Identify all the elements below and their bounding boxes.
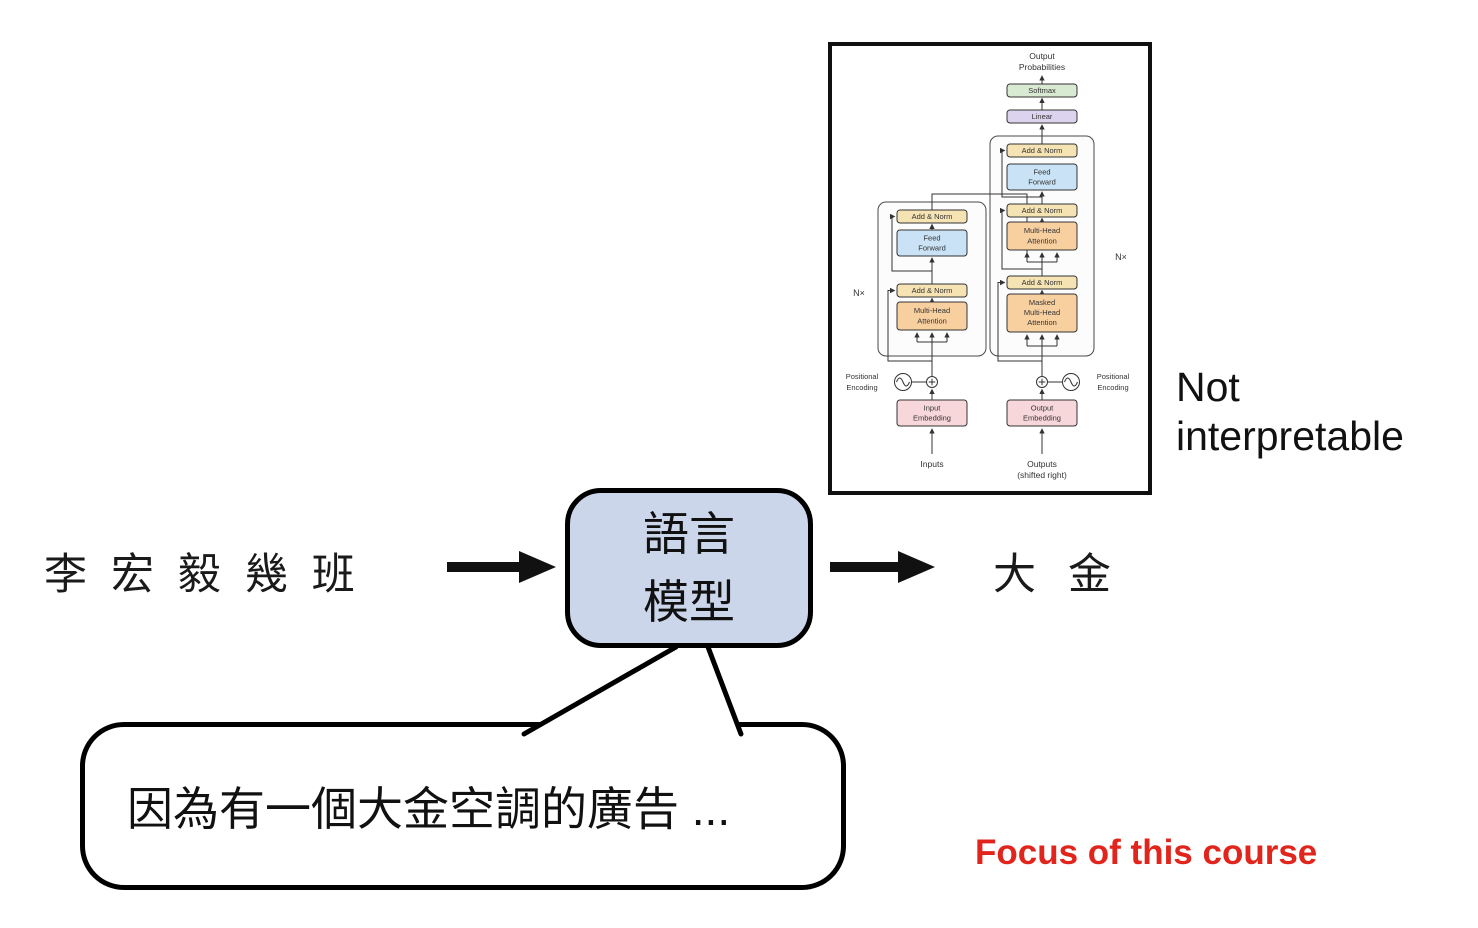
masked-multi-head-attention-box: [1006, 293, 1078, 333]
positional-encoding-label: Positional: [846, 372, 879, 381]
inputs-label: Inputs: [920, 459, 943, 469]
add-norm-label: Add & Norm: [1022, 278, 1063, 287]
feed-forward-label: Feed: [923, 234, 940, 243]
input-tokens-text: 李 宏 毅 幾 班: [44, 551, 361, 599]
input-embedding-label: Input: [924, 404, 942, 413]
outputs-label: Outputs: [1027, 459, 1057, 469]
feed-forward-box: [896, 229, 968, 257]
positional-encoding-label: Encoding: [846, 383, 877, 392]
transformer-figure-frame: Add & Norm Feed Forward Add & Norm Multi…: [828, 42, 1152, 495]
output-embedding-label: Output: [1031, 404, 1054, 413]
mha-label: Attention: [1027, 237, 1057, 246]
outputs-shifted-label: (shifted right): [1017, 470, 1067, 480]
input-embedding-box: [896, 399, 968, 427]
output-tokens-text: 大 金: [993, 551, 1121, 599]
add-norm-label: Add & Norm: [912, 286, 953, 295]
input-arrow-head: [519, 551, 556, 583]
encoder-residual-1: [887, 287, 932, 362]
mha-label: Multi-Head: [1024, 226, 1060, 235]
masked-mha-label: Masked: [1029, 298, 1055, 307]
add-norm-label: Add & Norm: [1022, 206, 1063, 215]
output-arrow-shaft: [830, 562, 900, 572]
sine-icon: [896, 377, 910, 387]
bubble-tail: [521, 644, 744, 737]
encoder-residual-2: [889, 213, 932, 272]
not-interpretable-caption: Not interpretable: [1176, 363, 1476, 461]
not-interpretable-line2: interpretable: [1176, 413, 1404, 460]
masked-mha-label: Attention: [1027, 318, 1057, 327]
decoder-residual-1: [997, 279, 1042, 362]
transformer-diagram: Add & Norm Feed Forward Add & Norm Multi…: [846, 51, 1130, 480]
add-norm-box: [896, 283, 968, 298]
model-label-line2: 模型: [643, 576, 735, 628]
add-norm-label: Add & Norm: [912, 212, 953, 221]
bubble-tail-outline: [521, 644, 744, 737]
input-arrow-shaft: [447, 562, 521, 572]
focus-of-course-label: Focus of this course: [975, 833, 1318, 872]
positional-encoding-label: Encoding: [1097, 383, 1128, 392]
add-norm-box: [896, 209, 968, 224]
softmax-label: Softmax: [1028, 86, 1056, 95]
positional-encoding-label: Positional: [1097, 372, 1130, 381]
plus-icon: [928, 378, 936, 386]
softmax-box: [1006, 83, 1078, 98]
decoder-residual-2: [999, 207, 1042, 270]
nx-label: N×: [853, 288, 865, 298]
bubble-tail-fill: [524, 645, 741, 734]
linear-box: [1006, 109, 1078, 124]
output-probabilities-label: Output: [1029, 51, 1055, 61]
add-norm-box: [1006, 203, 1078, 218]
output-arrow: [830, 551, 935, 583]
linear-label: Linear: [1032, 112, 1053, 121]
speech-bubble: 因為有一個大金空調的廣告 ...: [80, 722, 846, 890]
feed-forward-box: [1006, 163, 1078, 191]
plus-icon: [1038, 378, 1046, 386]
add-norm-label: Add & Norm: [1022, 146, 1063, 155]
input-arrow: [447, 551, 556, 583]
decoder-residual-3: [999, 147, 1042, 198]
masked-mha-label: Multi-Head: [1024, 308, 1060, 317]
add-norm-box: [1006, 275, 1078, 290]
feed-forward-label: Feed: [1033, 168, 1050, 177]
feed-forward-label: Forward: [1028, 178, 1056, 187]
input-embedding-label: Embedding: [913, 414, 951, 423]
model-label-line1: 語言: [643, 507, 735, 560]
multi-head-attention-box: [896, 301, 968, 331]
not-interpretable-line1: Not: [1176, 364, 1240, 410]
speech-bubble-text: 因為有一個大金空調的廣告 ...: [127, 783, 731, 835]
nx-label: N×: [1115, 252, 1127, 262]
mha-label: Attention: [917, 317, 947, 326]
output-probabilities-label: Probabilities: [1019, 62, 1065, 72]
sine-icon: [1064, 377, 1078, 387]
mha-label: Multi-Head: [914, 306, 950, 315]
add-norm-box: [1006, 143, 1078, 158]
output-embedding-label: Embedding: [1023, 414, 1061, 423]
output-arrow-head: [898, 551, 935, 583]
output-embedding-box: [1006, 399, 1078, 427]
multi-head-attention-box: [1006, 221, 1078, 251]
language-model-box: 語言 模型: [565, 488, 813, 648]
feed-forward-label: Forward: [918, 244, 946, 253]
